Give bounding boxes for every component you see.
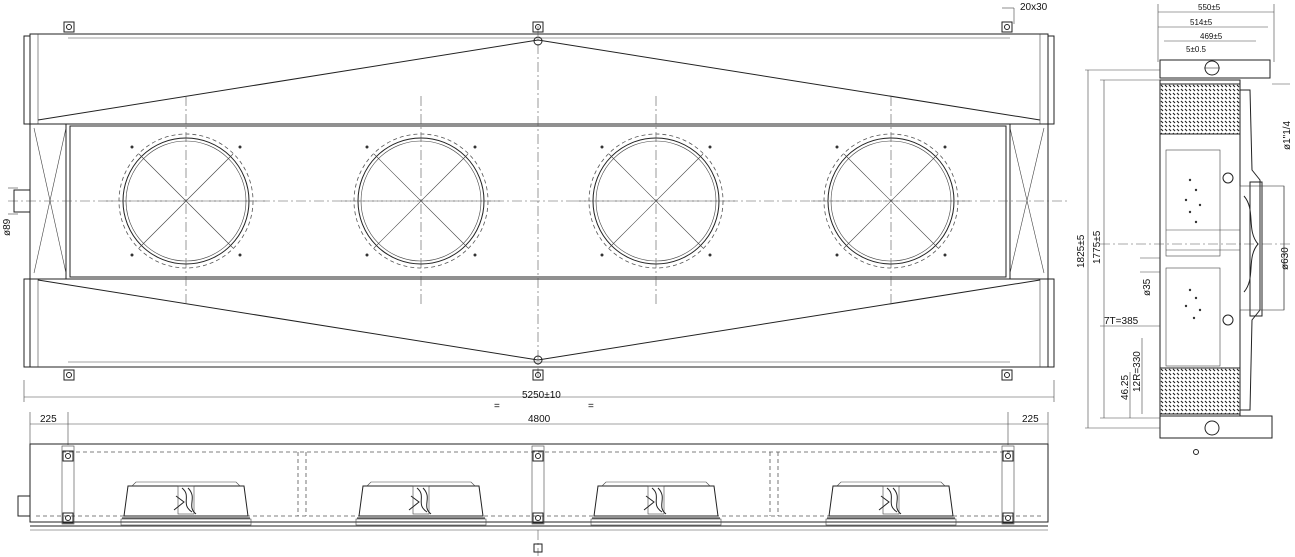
fan-dia-label: ø630	[1280, 247, 1291, 270]
top-view-outline	[29, 33, 1049, 368]
right-offset-label: 225	[1022, 414, 1039, 425]
pitch-label: 46.25	[1120, 375, 1131, 400]
height-1775-label: 1775±5	[1092, 230, 1103, 264]
height-1825-label: 1825±5	[1076, 234, 1087, 268]
top-view: ø89 20x30 5250±10 = =	[2, 2, 1070, 412]
rows-label: 12R=330	[1132, 351, 1143, 392]
conn-top-label: ø1"1/4	[1282, 120, 1293, 150]
small-top-label: 5±0.5	[1186, 45, 1207, 54]
width-550-label: 550±5	[1198, 3, 1221, 12]
eq-right: =	[588, 401, 594, 412]
center-length-label: 4800	[528, 414, 551, 425]
width-514-label: 514±5	[1190, 18, 1213, 27]
width-469-label: 469±5	[1200, 32, 1223, 41]
side-view: 550±5 514±5 469±5 5±0.5	[1076, 3, 1293, 455]
left-offset-label: 225	[40, 414, 57, 425]
overall-length-label: 5250±10	[522, 390, 561, 401]
pipe-diameter-label: ø89	[2, 218, 13, 236]
conn-mid-label: ø35	[1142, 278, 1153, 296]
eq-left: =	[494, 401, 500, 412]
tubes-label: 7T=385	[1104, 316, 1139, 327]
bracket-label: 20x30	[1020, 2, 1048, 13]
front-view-outline	[29, 443, 1049, 523]
front-view: 225 4800 225	[17, 412, 1049, 556]
